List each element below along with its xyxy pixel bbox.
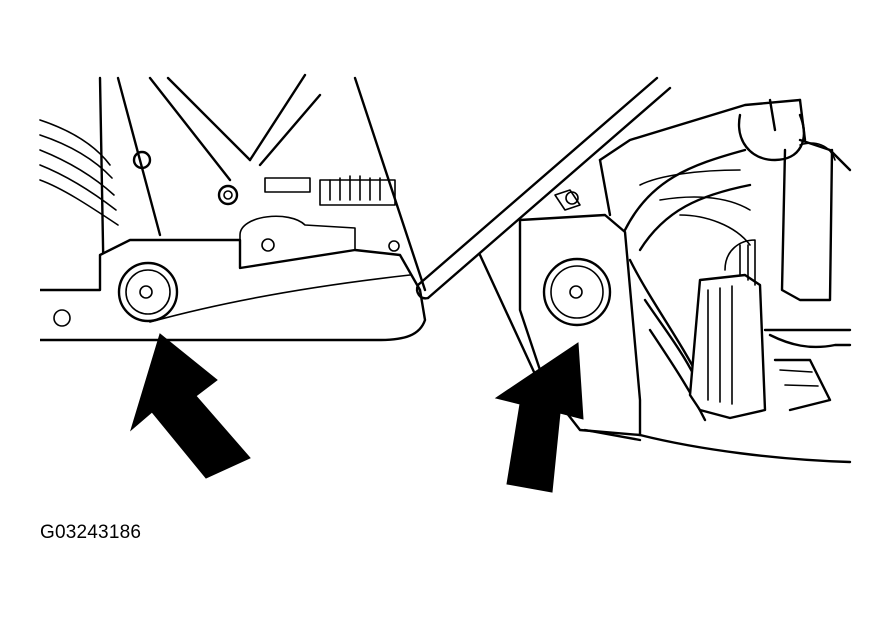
left-mounting-plate (40, 238, 427, 342)
figure-id-label: G03243186 (40, 522, 142, 543)
right-components (623, 98, 852, 422)
right-mounting-bolt (542, 257, 612, 327)
background-hoses (39, 119, 119, 226)
left-mounting-bolt (117, 261, 179, 323)
left-bracket (98, 73, 427, 302)
left-bolt-arrow (130, 333, 251, 479)
right-bolt-arrow (494, 342, 584, 493)
linkage-rod (415, 76, 672, 300)
